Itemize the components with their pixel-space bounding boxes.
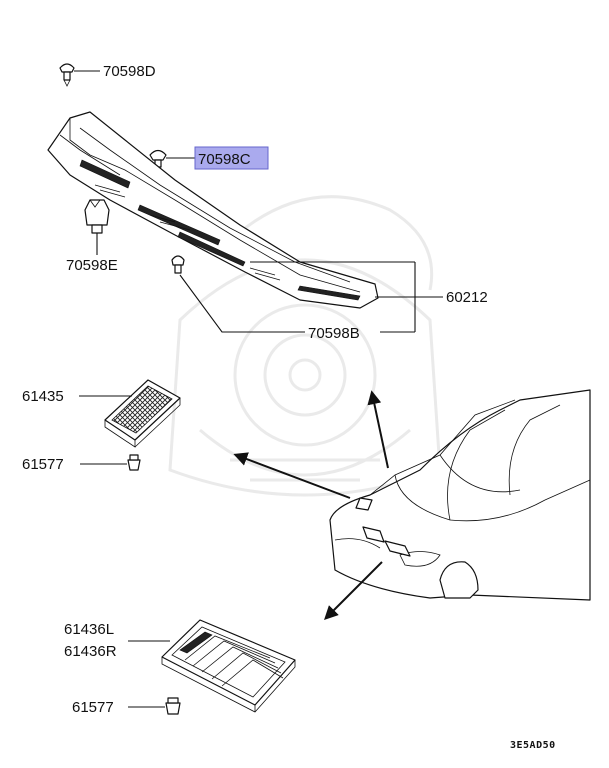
label-61436l[interactable]: 61436L (64, 621, 114, 638)
label-70598c[interactable]: 70598C (198, 151, 251, 168)
clip-70598b-icon (171, 255, 185, 274)
car-front-illustration (329, 389, 591, 601)
fastener-61577-upper-icon (127, 454, 141, 471)
label-61577-upper[interactable]: 61577 (22, 456, 64, 473)
label-61436r[interactable]: 61436R (64, 643, 117, 660)
vent-grille-61436 (161, 619, 296, 713)
diagram-code: 3E5AD50 (510, 740, 556, 751)
arrow-to-61436 (324, 561, 383, 620)
label-61577-lower[interactable]: 61577 (72, 699, 114, 716)
grommet-70598e-icon (84, 199, 110, 234)
cowl-panel-60212 (47, 111, 379, 309)
label-70598d[interactable]: 70598D (103, 63, 156, 80)
mesh-grille-61435 (104, 379, 181, 448)
clip-70598c-icon (149, 149, 167, 168)
label-70598b[interactable]: 70598B (308, 325, 360, 342)
leader-70598b (179, 274, 305, 333)
fastener-61577-lower-icon (165, 697, 181, 715)
label-61435[interactable]: 61435 (22, 388, 64, 405)
highlight-70598c (194, 146, 269, 170)
arrow-to-60212 (367, 390, 389, 469)
label-70598e[interactable]: 70598E (66, 257, 118, 274)
label-60212[interactable]: 60212 (446, 289, 488, 306)
arrow-to-61435 (233, 452, 351, 499)
clip-70598d-icon (59, 63, 75, 87)
